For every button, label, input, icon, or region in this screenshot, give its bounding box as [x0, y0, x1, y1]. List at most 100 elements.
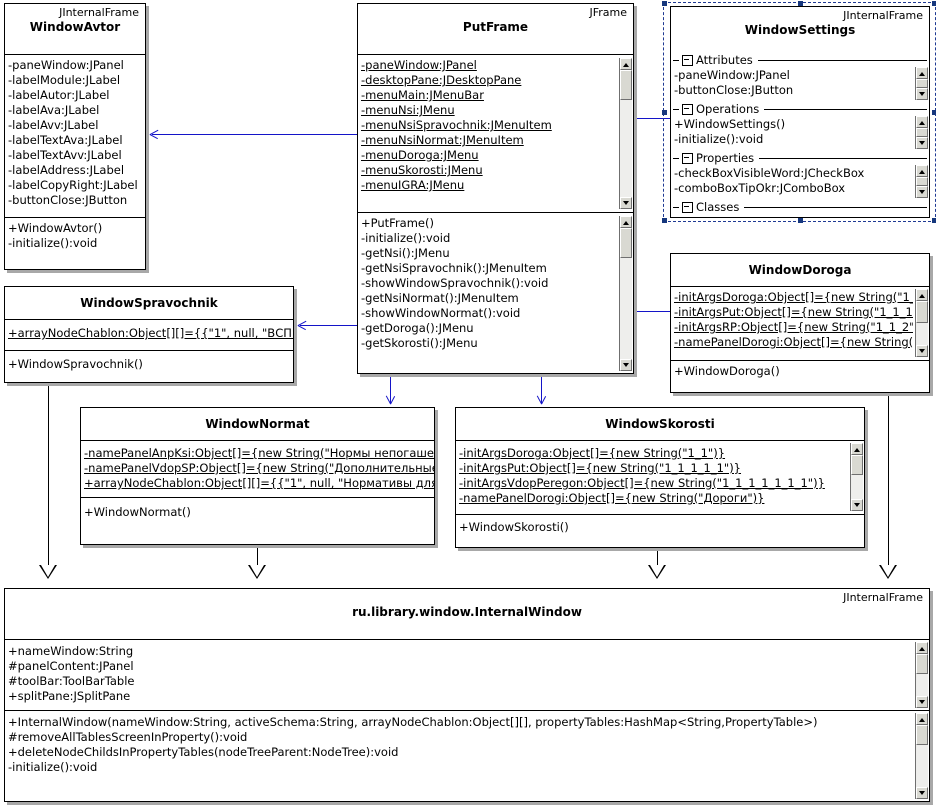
- connector-putframe-windowspravochnik: [300, 325, 358, 326]
- scrollbar-thumb[interactable]: [916, 177, 928, 186]
- scroll-down-button[interactable]: [916, 186, 928, 198]
- generalization-arrow-normat: [248, 565, 266, 579]
- scrollbar-vertical[interactable]: [915, 116, 928, 149]
- group-header-properties[interactable]: Properties: [671, 151, 929, 165]
- resize-handle-w: [662, 110, 667, 115]
- caret-down-icon: [919, 700, 925, 704]
- generalization-arrow-doroga: [879, 565, 897, 579]
- scroll-up-button[interactable]: [916, 116, 928, 128]
- list-item: +PutFrame(): [361, 216, 434, 230]
- class-name-label: WindowNormat: [205, 417, 310, 431]
- scrollbar-vertical[interactable]: [915, 642, 928, 708]
- operation-list: +WindowSettings() -initialize():void: [671, 116, 929, 150]
- collapse-minus-icon[interactable]: [682, 201, 693, 213]
- scroll-up-button[interactable]: [851, 443, 863, 455]
- scroll-up-button[interactable]: [620, 58, 632, 70]
- stereotype-label: JFrame: [589, 6, 627, 19]
- list-item: -getSkorosti():JMenu: [361, 336, 478, 350]
- class-header-window-settings: JInternalFrame WindowSettings: [671, 7, 929, 53]
- scrollbar-vertical[interactable]: [619, 216, 632, 371]
- class-box-put-frame[interactable]: JFrame PutFrame -paneWindow:JPanel -desk…: [357, 3, 634, 374]
- group-header-classes[interactable]: Classes: [671, 200, 929, 214]
- operation-list: +WindowNormat(): [81, 498, 434, 523]
- list-item: -getDoroga():JMenu: [361, 321, 474, 335]
- scrollbar-thumb[interactable]: [916, 79, 928, 88]
- scrollbar-thumb[interactable]: [916, 301, 928, 323]
- class-box-window-doroga[interactable]: WindowDoroga -initArgsDoroga:Object[]={n…: [670, 253, 930, 393]
- caret-up-icon: [623, 221, 629, 225]
- class-box-window-normat[interactable]: WindowNormat -namePanelAnpKsi:Object[]={…: [80, 407, 435, 545]
- class-box-window-settings[interactable]: JInternalFrame WindowSettings Attributes…: [670, 6, 930, 218]
- class-box-window-spravochnik[interactable]: WindowSpravochnik +arrayNodeChablon:Obje…: [4, 286, 294, 383]
- scroll-up-button[interactable]: [916, 165, 928, 177]
- compartment-divider: [81, 440, 434, 441]
- scrollbar-thumb[interactable]: [916, 128, 928, 137]
- scrollbar-thumb[interactable]: [916, 725, 928, 745]
- list-item: +WindowNormat(): [84, 505, 191, 519]
- collapse-minus-icon[interactable]: [682, 103, 693, 115]
- scroll-down-button[interactable]: [916, 787, 928, 799]
- resize-handle-ne: [932, 1, 936, 6]
- operations-compartment-window-doroga: +WindowDoroga(): [671, 361, 929, 392]
- class-box-window-skorosti[interactable]: WindowSkorosti -initArgsDoroga:Object[]=…: [455, 407, 865, 548]
- tree-dash: [673, 206, 679, 208]
- scrollbar-vertical[interactable]: [619, 58, 632, 209]
- scroll-up-button[interactable]: [620, 216, 632, 228]
- scroll-up-button[interactable]: [916, 289, 928, 301]
- group-header-operations[interactable]: Operations: [671, 102, 929, 116]
- list-item: -initArgsVdopPeregon:Object[]={new Strin…: [459, 476, 825, 490]
- collapse-minus-icon[interactable]: [682, 152, 693, 164]
- resize-handle-nw: [662, 1, 667, 6]
- list-item: -initArgsRP:Object[]={new String("1_1_2"…: [674, 320, 913, 334]
- scrollbar-vertical[interactable]: [915, 67, 928, 100]
- scroll-down-button[interactable]: [851, 499, 863, 511]
- compartment-divider: [5, 639, 929, 640]
- scrollbar-vertical[interactable]: [915, 165, 928, 198]
- operation-list: +PutFrame() -initialize():void -getNsi()…: [358, 213, 633, 354]
- scrollbar-thumb[interactable]: [916, 654, 928, 674]
- group-label: Classes: [696, 200, 740, 214]
- group-header-attributes[interactable]: Attributes: [671, 53, 929, 67]
- attribute-list: -initArgsDoroga:Object[]={new String("1_…: [456, 441, 864, 509]
- class-header-put-frame: JFrame PutFrame: [358, 4, 633, 54]
- caret-down-icon: [919, 190, 925, 194]
- group-rule: [744, 206, 927, 208]
- list-item: +arrayNodeChablon:Object[][]={{"1", null…: [84, 476, 434, 490]
- list-item: +WindowAvtor(): [8, 221, 103, 235]
- scroll-down-button[interactable]: [620, 197, 632, 209]
- scrollbar-vertical[interactable]: [850, 443, 863, 511]
- class-name-label: PutFrame: [462, 20, 529, 34]
- scroll-down-button[interactable]: [916, 88, 928, 100]
- compartment-divider: [456, 440, 864, 441]
- compartment-divider: [81, 497, 434, 498]
- scroll-down-button[interactable]: [916, 137, 928, 149]
- scroll-up-button[interactable]: [916, 642, 928, 654]
- collapse-minus-icon[interactable]: [682, 54, 693, 66]
- scrollbar-thumb[interactable]: [620, 70, 632, 100]
- class-box-internal-window[interactable]: JInternalFrame ru.library.window.Interna…: [4, 588, 930, 802]
- scrollbar-thumb[interactable]: [851, 455, 863, 475]
- list-item: #toolBar:ToolBarTable: [8, 674, 135, 688]
- scrollbar-thumb[interactable]: [620, 228, 632, 258]
- scrollbar-vertical[interactable]: [915, 713, 928, 799]
- list-item: -desktopPane:JDesktopPane: [361, 73, 522, 87]
- scroll-up-button[interactable]: [916, 713, 928, 725]
- list-item: -menuSkorosti:JMenu: [361, 163, 483, 177]
- scroll-down-button[interactable]: [916, 696, 928, 708]
- scroll-down-button[interactable]: [916, 345, 928, 357]
- list-item: #panelContent:JPanel: [8, 659, 134, 673]
- list-item: #ClassNameTreeCellRenderer: [674, 215, 929, 217]
- list-item: -initArgsDoroga:Object[]={new String("1_…: [459, 446, 726, 460]
- class-name-label: ru.library.window.InternalWindow: [352, 605, 582, 619]
- scroll-down-button[interactable]: [620, 359, 632, 371]
- compartment-divider: [358, 212, 633, 213]
- scrollbar-vertical[interactable]: [915, 289, 928, 357]
- list-item: -labelTextAva:JLabel: [8, 133, 123, 147]
- scroll-up-button[interactable]: [916, 67, 928, 79]
- operations-compartment-window-skorosti: +WindowSkorosti(): [456, 515, 864, 547]
- stereotype-label: JInternalFrame: [843, 9, 923, 22]
- class-header-window-normat: WindowNormat: [81, 408, 434, 440]
- class-box-window-avtor[interactable]: JInternalFrame WindowAvtor -paneWindow:J…: [4, 3, 146, 270]
- generalization-arrow-skorosti: [648, 565, 666, 579]
